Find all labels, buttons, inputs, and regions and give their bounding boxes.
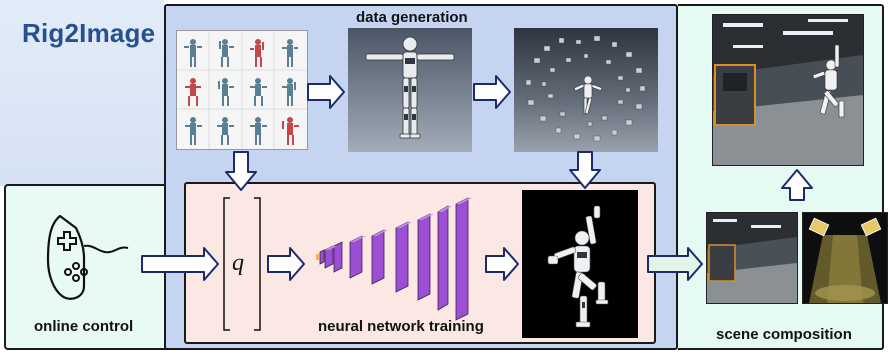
background-scene-image [706,212,798,304]
tpose-robot-image [348,28,472,152]
neural-network-layers [314,196,484,326]
data-generation-label: data generation [356,9,468,26]
spotlight-icon [802,212,888,304]
scene-composition-label: scene composition [716,326,852,343]
training-label: neural network training [318,318,484,335]
rendered-robot-image [522,190,638,338]
page-title: Rig2Image [22,18,156,48]
title-background [0,0,164,186]
pose-vector-symbol: q [232,250,244,276]
game-controller-icon [40,206,140,306]
pose-vector [222,196,262,332]
pose-grid-image [176,30,308,150]
online-control-label: online control [34,318,134,335]
composed-scene-image [712,14,864,166]
camera-sphere-image [514,28,658,152]
